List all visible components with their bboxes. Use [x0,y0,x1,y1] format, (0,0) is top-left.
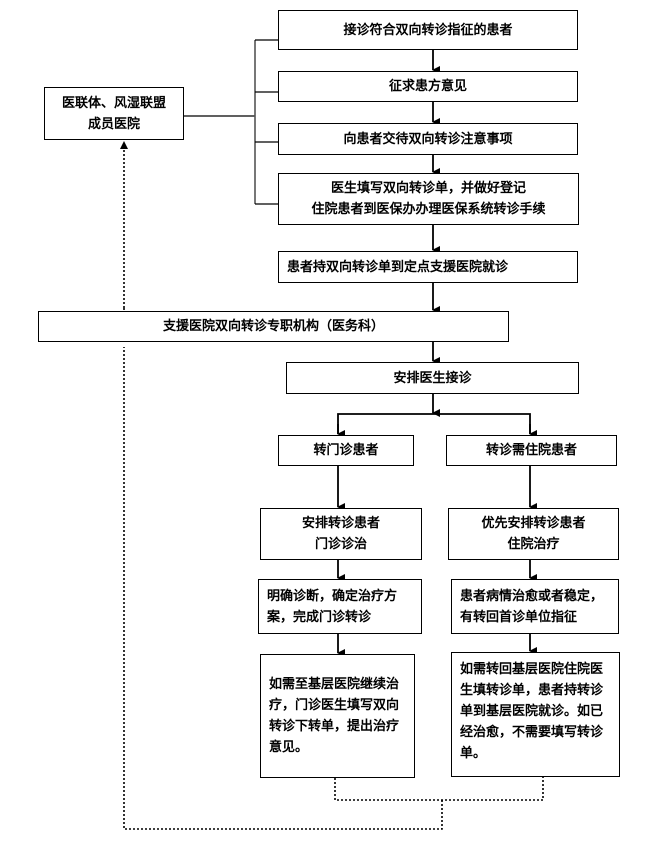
node-arrange-doctor: 安排医生接诊 [286,362,579,394]
node-inpatient: 转诊需住院患者 [446,435,617,466]
node-inpatient-treat: 优先安排转诊患者 住院治疗 [448,508,619,560]
node-inpatient-treat-label: 优先安排转诊患者 住院治疗 [481,516,586,552]
node-inpatient-label: 转诊需住院患者 [485,443,577,458]
node-inpatient-status-label: 患者病情治愈或者稳定，有转回首诊单位指征 [460,588,604,625]
node-consult: 征求患方意见 [278,71,578,102]
dotted-arrowhead-member [120,141,128,149]
member-bracket [184,39,278,205]
node-referral-office: 支援医院双向转诊专职机构（医务科） [38,311,509,342]
dotted-return [123,347,443,830]
node-referral-office-label: 支援医院双向转诊专职机构（医务科） [162,319,384,334]
node-fill-form-label: 医生填写双向转诊单，并做好登记 住院患者到医保办办理医保系统转诊手续 [311,181,546,217]
node-go-hospital: 患者持双向转诊单到定点支援医院就诊 [278,251,578,283]
node-fill-form: 医生填写双向转诊单，并做好登记 住院患者到医保办办理医保系统转诊手续 [278,173,579,225]
node-go-hospital-label: 患者持双向转诊单到定点支援医院就诊 [287,259,509,275]
dotted-join [334,777,544,801]
node-member-hospital: 医联体、风湿联盟 成员医院 [44,87,184,140]
node-outpatient-diag: 明确诊断，确定治疗方案，完成门诊转诊 [258,579,422,634]
node-inform-label: 向患者交待双向转诊注意事项 [343,131,513,147]
node-outpatient-label: 转门诊患者 [313,443,379,458]
node-outpatient-treat-label: 安排转诊患者 门诊诊治 [301,516,380,552]
node-inpatient-back: 如需转回基层医院住院医生填转诊单，患者持转诊单到基层医院就诊。如已经治愈，不需要… [451,652,620,777]
node-outpatient: 转门诊患者 [278,435,414,466]
node-outpatient-back-label: 如需至基层医院继续治疗，门诊医生填写双向转诊下转单，提出治疗意见。 [269,677,400,755]
split-line [337,413,531,434]
node-receive-label: 接诊符合双向转诊指征的患者 [343,22,513,38]
node-outpatient-diag-label: 明确诊断，确定治疗方案，完成门诊转诊 [267,588,398,625]
node-inpatient-status: 患者病情治愈或者稳定，有转回首诊单位指征 [451,579,619,634]
node-arrange-doctor-label: 安排医生接诊 [393,370,472,386]
node-consult-label: 征求患方意见 [388,79,467,94]
node-inpatient-back-label: 如需转回基层医院住院医生填转诊单，患者持转诊单到基层医院就诊。如已经治愈，不需要… [460,662,604,761]
node-receive: 接诊符合双向转诊指征的患者 [278,10,578,50]
node-inform: 向患者交待双向转诊注意事项 [278,123,578,155]
node-outpatient-treat: 安排转诊患者 门诊诊治 [260,508,422,560]
node-member-hospital-label: 医联体、风湿联盟 成员医院 [61,95,166,132]
node-outpatient-back: 如需至基层医院继续治疗，门诊医生填写双向转诊下转单，提出治疗意见。 [260,654,415,778]
